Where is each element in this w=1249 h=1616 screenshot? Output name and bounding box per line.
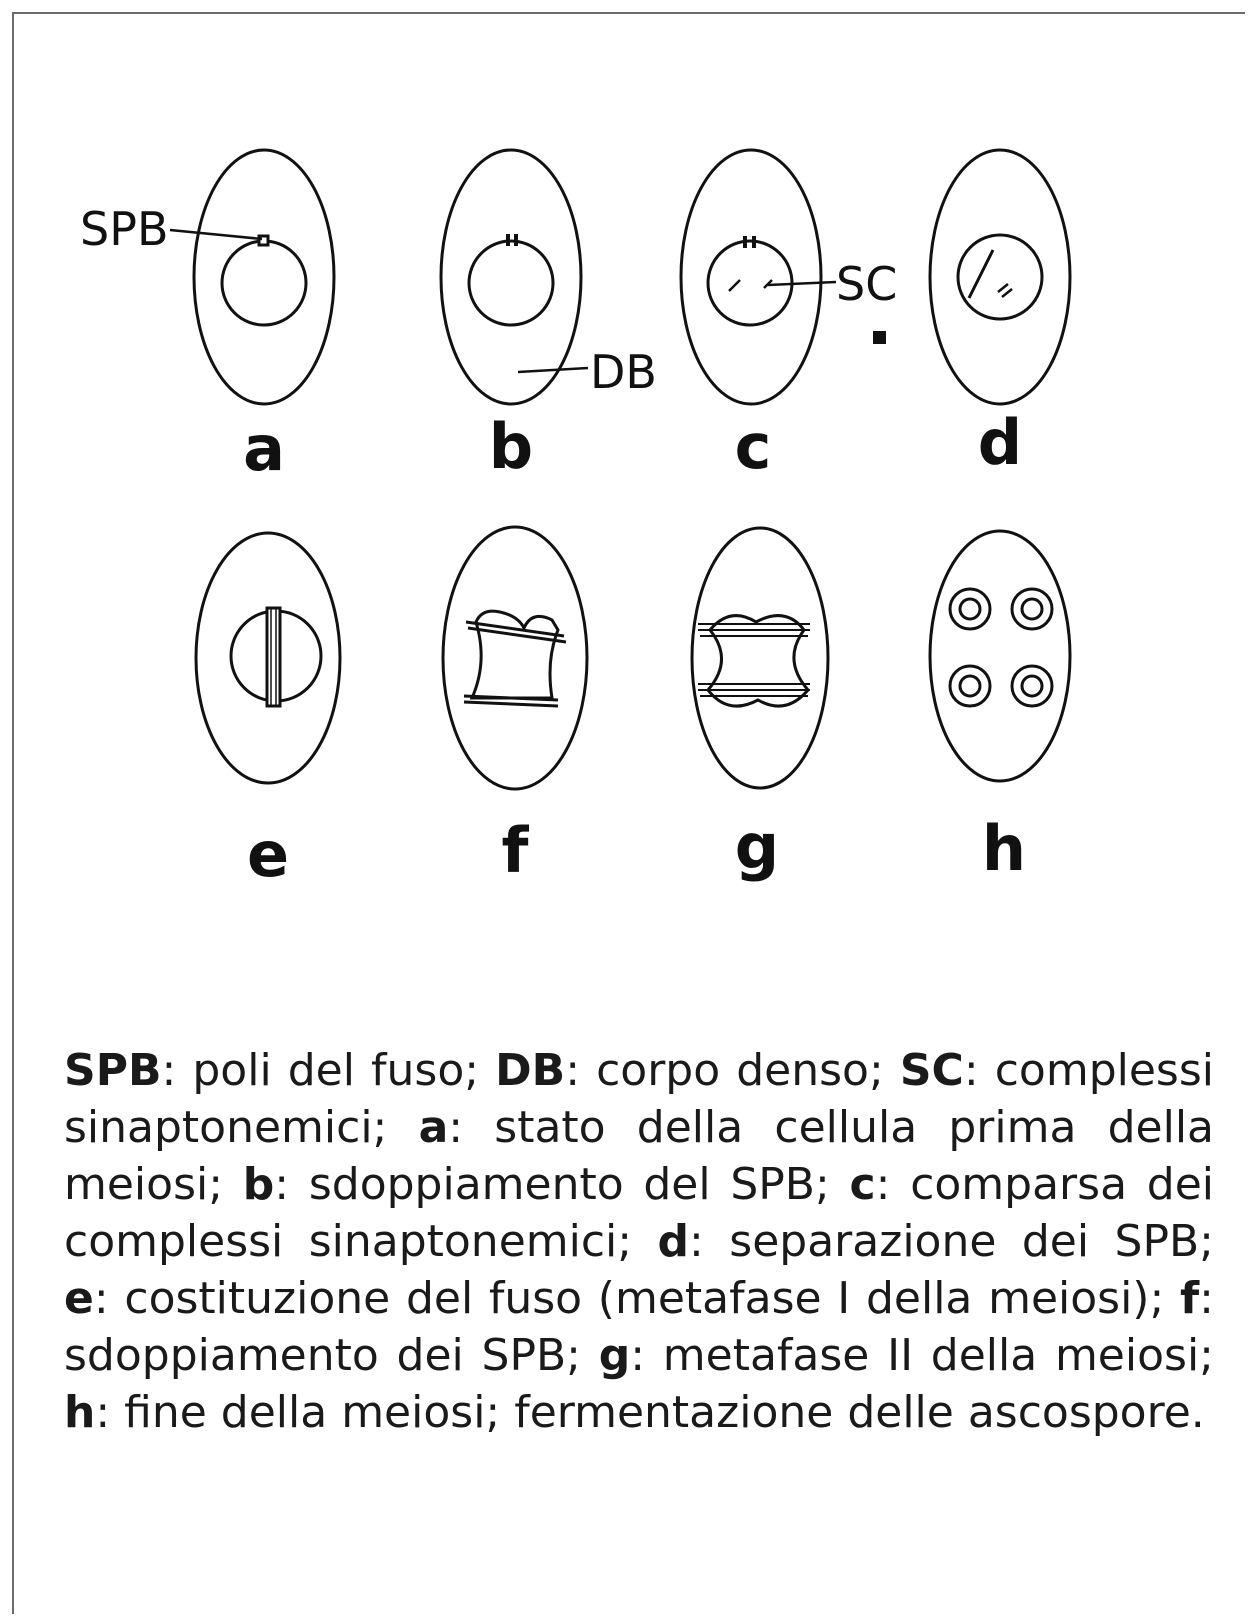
caption-key: DB	[495, 1045, 566, 1096]
cell-d	[928, 148, 1072, 406]
caption-key: SC	[899, 1045, 964, 1096]
stage-label-c: c	[735, 410, 772, 483]
caption-text: : separazione dei SPB;	[689, 1216, 1214, 1267]
caption-text: : poli del fuso;	[161, 1045, 496, 1096]
caption-text: : comparsa dei complessi sinaptonemici;	[64, 1159, 1214, 1267]
cell-a	[169, 148, 336, 406]
caption-key: e	[64, 1273, 94, 1324]
label-sc: SC	[836, 257, 897, 311]
label-spb: SPB	[80, 202, 169, 256]
caption-text: : sdoppiamento del SPB;	[274, 1159, 850, 1210]
caption-key: h	[64, 1387, 96, 1438]
cell-c	[679, 148, 837, 406]
caption-text: : fine della meiosi; fermentazione delle…	[95, 1387, 1205, 1438]
meiosis-diagram: SPB DB SC a b c d e f g h	[80, 148, 1072, 891]
caption-text: : complessi sinaptonemici;	[64, 1045, 1215, 1153]
figure-frame	[12, 12, 1245, 1614]
caption-text: : costituzione del fuso (metafase I dell…	[93, 1273, 1181, 1324]
cell-b	[439, 148, 589, 406]
caption-key: a	[418, 1102, 449, 1153]
label-db: DB	[590, 345, 657, 399]
caption-key: SPB	[64, 1045, 162, 1096]
stage-label-a: a	[243, 412, 285, 485]
caption-key: g	[598, 1330, 631, 1381]
stage-label-d: d	[978, 406, 1022, 479]
caption-key: d	[657, 1216, 690, 1267]
stage-label-b: b	[489, 410, 533, 483]
cell-f	[441, 525, 589, 791]
caption-text: : sdoppiamento dei SPB;	[64, 1273, 1214, 1381]
figure-caption: SPB: poli del fuso; DB: corpo denso; SC:…	[64, 1042, 1214, 1441]
caption-key: c	[849, 1159, 876, 1210]
cell-h	[928, 529, 1072, 783]
cell-e	[194, 531, 342, 785]
stage-label-f: f	[502, 814, 530, 887]
caption-text: : metafase II della meiosi;	[630, 1330, 1214, 1381]
stage-label-h: h	[982, 812, 1026, 885]
caption-key: b	[242, 1159, 275, 1210]
cell-g	[690, 526, 830, 790]
stage-label-g: g	[735, 810, 779, 883]
caption-text: : stato della cellula prima della meiosi…	[64, 1102, 1215, 1210]
stage-label-e: e	[247, 818, 289, 891]
caption-key: f	[1180, 1273, 1200, 1324]
dense-body-marker	[873, 331, 886, 344]
caption-text: : corpo denso;	[565, 1045, 900, 1096]
